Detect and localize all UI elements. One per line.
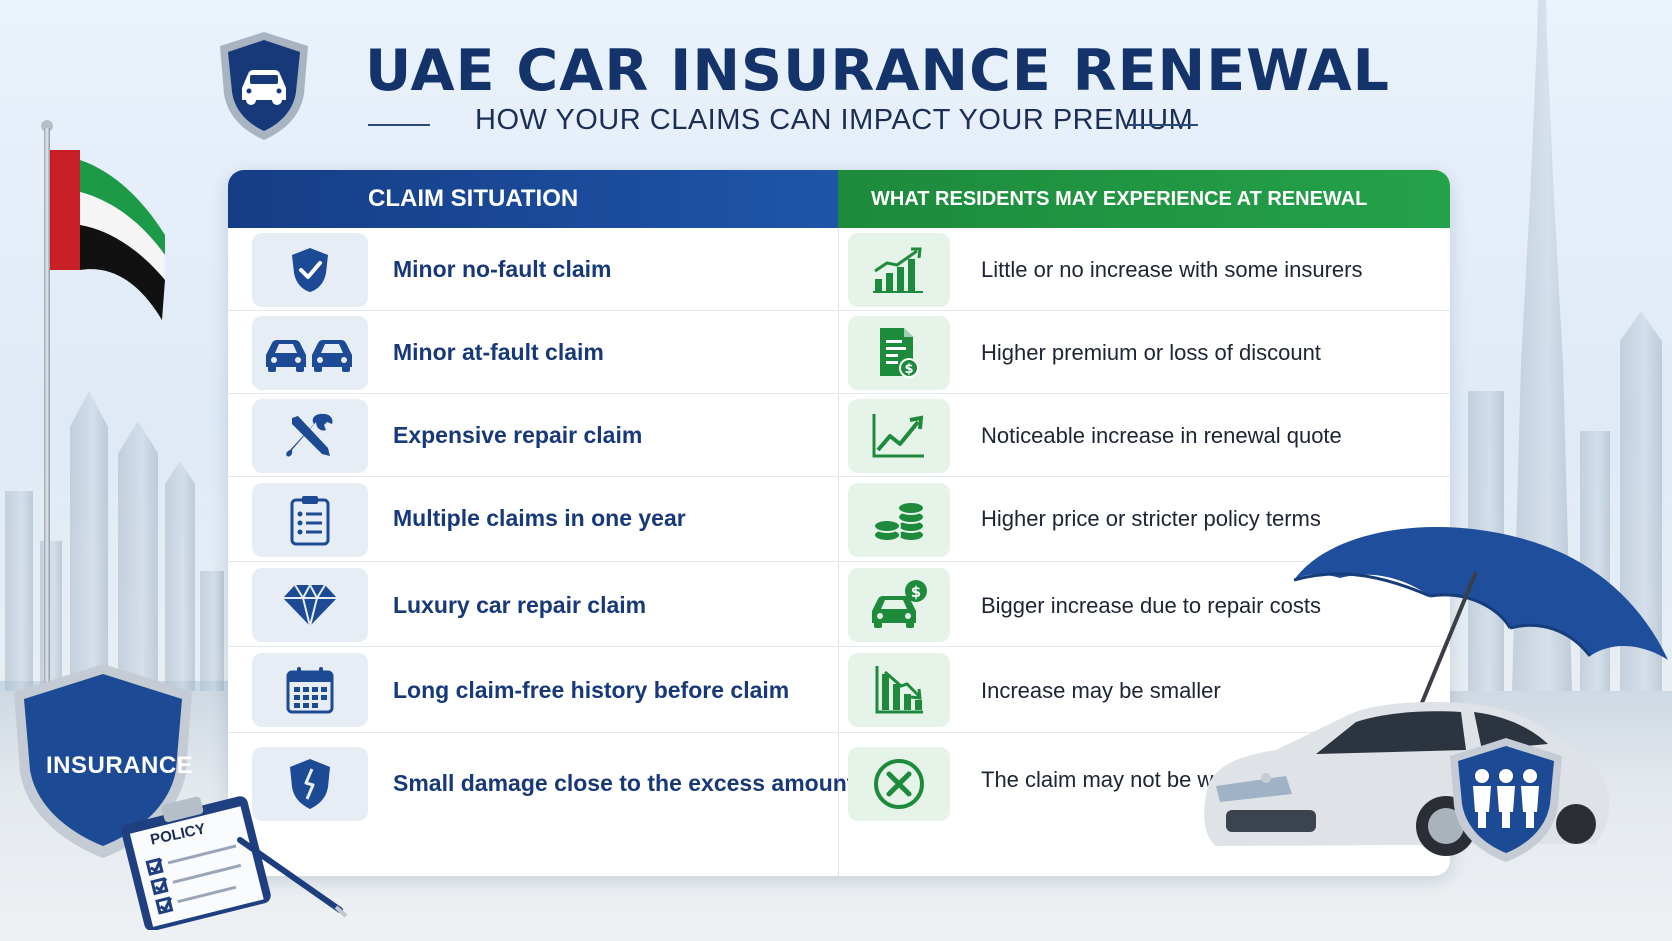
left-skyline <box>0 371 230 691</box>
car-shield-logo-icon <box>220 32 308 140</box>
calendar-icon <box>286 667 334 714</box>
table-row: Luxury car repair claim $ Bigger increas… <box>228 562 1450 647</box>
row-divider <box>228 310 1450 311</box>
claim-situation: Multiple claims in one year <box>393 505 686 531</box>
renewal-experience: Higher premium or loss of discount <box>981 340 1321 365</box>
table-row: Multiple claims in one year Higher price… <box>228 477 1450 562</box>
claim-situation: Long claim-free history before claim <box>393 677 790 703</box>
tile-right <box>848 483 950 557</box>
renewal-experience: Bigger increase due to repair costs <box>981 593 1321 618</box>
car-dollar-icon: $ <box>872 580 927 628</box>
tile-right <box>848 233 950 307</box>
shield-crack-icon <box>290 759 330 809</box>
insurance-shield-icon <box>14 664 192 858</box>
policy-clipboard-icon <box>121 796 348 930</box>
family-shield-icon <box>1450 738 1562 862</box>
claim-situation: Expensive repair claim <box>393 422 643 448</box>
tile-right: $ <box>848 316 950 390</box>
tile-left <box>252 483 368 557</box>
trend-up-icon <box>872 414 924 458</box>
tile-left <box>252 233 368 307</box>
renewal-experience: Little or no increase with some insurers <box>981 257 1363 282</box>
tile-left <box>252 316 368 390</box>
claim-situation: Minor no-fault claim <box>393 256 612 282</box>
header-left-label: CLAIM SITUATION <box>368 185 579 212</box>
claim-situation: Luxury car repair claim <box>393 592 647 618</box>
tile-left <box>252 399 368 473</box>
wrench-screwdriver-icon <box>286 413 333 457</box>
tile-left <box>252 747 368 821</box>
table-row: Minor no-fault claim Little or no increa… <box>228 228 1450 311</box>
subtitle-rule-right <box>1128 124 1198 126</box>
tile-left <box>252 653 368 727</box>
svg-text:$: $ <box>911 583 921 601</box>
bar-chart-up-icon <box>873 247 923 293</box>
renewal-experience: Increase may be smaller <box>981 678 1221 703</box>
row-divider <box>228 393 1450 394</box>
svg-text:$: $ <box>904 362 913 377</box>
bar-chart-down-icon <box>875 666 923 714</box>
tile-right <box>848 653 950 727</box>
page-subtitle: HOW YOUR CLAIMS CAN IMPACT YOUR PREMIUM <box>475 104 1194 136</box>
flagpole <box>44 128 50 688</box>
header-right-label: WHAT RESIDENTS MAY EXPERIENCE AT RENEWAL <box>871 188 1368 210</box>
table-row: Minor at-fault claim $ Higher premium or… <box>228 311 1450 394</box>
header-renewal-experience: WHAT RESIDENTS MAY EXPERIENCE AT RENEWAL <box>838 170 1450 228</box>
claim-situation: Minor at-fault claim <box>393 339 604 365</box>
row-divider <box>228 732 1450 733</box>
tile-right <box>848 399 950 473</box>
claim-situation: Small damage close to the excess amount <box>393 770 855 796</box>
shield-check-icon <box>292 248 328 292</box>
invoice-dollar-icon: $ <box>880 328 919 378</box>
row-divider <box>228 476 1450 477</box>
renewal-experience: Higher price or stricter policy terms <box>981 506 1321 531</box>
clipboard-list-icon <box>290 496 330 546</box>
insurance-label: INSURANCE <box>46 752 194 779</box>
row-divider <box>228 561 1450 562</box>
header-claim-situation: CLAIM SITUATION <box>228 170 838 228</box>
two-cars-icon <box>266 340 352 372</box>
x-circle-icon <box>874 759 924 809</box>
diamond-icon <box>283 582 337 627</box>
tile-right <box>848 747 950 821</box>
renewal-experience: Noticeable increase in renewal quote <box>981 423 1342 448</box>
subtitle-rule-left <box>368 124 430 126</box>
tile-left <box>252 568 368 642</box>
uae-flag-icon <box>50 150 165 320</box>
coin-stacks-icon <box>873 501 925 542</box>
table-row: Expensive repair claim Noticeable increa… <box>228 394 1450 477</box>
tile-right: $ <box>848 568 950 642</box>
page-title: UAE CAR INSURANCE RENEWAL <box>365 38 1390 104</box>
column-divider <box>838 228 839 876</box>
row-divider <box>228 646 1450 647</box>
table-row: Long claim-free history before claim Inc… <box>228 647 1450 733</box>
